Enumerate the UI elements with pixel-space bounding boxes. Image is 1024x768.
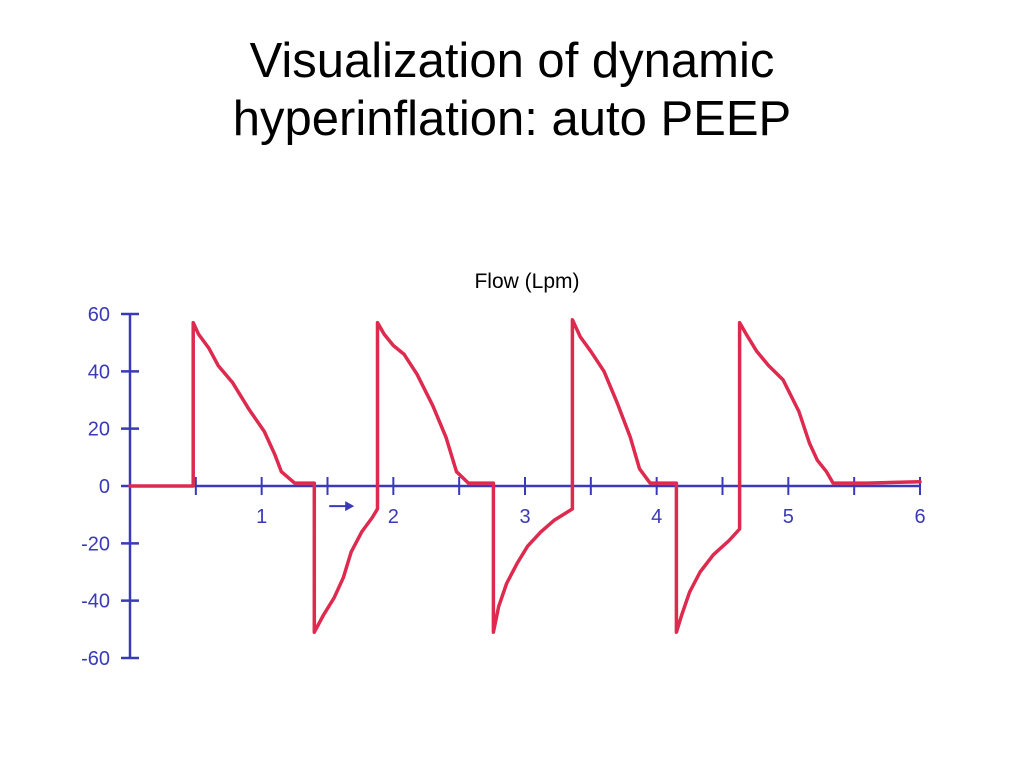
x-tick-label: 1 (256, 506, 267, 528)
slide-title: Visualization of dynamic hyperinflation:… (0, 32, 1024, 148)
x-tick-label: 3 (519, 506, 530, 528)
chart-title: Flow (Lpm) (474, 270, 579, 293)
slide-title-line-1: Visualization of dynamic (249, 34, 775, 88)
y-tick-label: -40 (81, 591, 110, 613)
x-tick-label: 5 (783, 506, 794, 528)
y-tick-label: 60 (88, 304, 110, 326)
y-tick-label: -20 (81, 533, 110, 555)
slide-title-line-2: hyperinflation: auto PEEP (232, 92, 792, 146)
y-tick-label: 40 (88, 361, 110, 383)
y-ticks: 60 40 20 0 -20 -40 -60 (81, 304, 139, 670)
annotations (329, 501, 355, 512)
x-ticks: 1 2 3 4 5 6 (194, 477, 926, 528)
y-tick-label: 20 (88, 419, 110, 441)
x-tick-label: 2 (388, 506, 399, 528)
y-tick-label: 0 (99, 476, 110, 498)
y-tick-label: -60 (81, 648, 110, 670)
x-tick-label: 6 (914, 506, 925, 528)
x-tick-label: 4 (651, 506, 662, 528)
flow-series-line (128, 317, 922, 634)
annotation-arrow-head (345, 501, 355, 512)
